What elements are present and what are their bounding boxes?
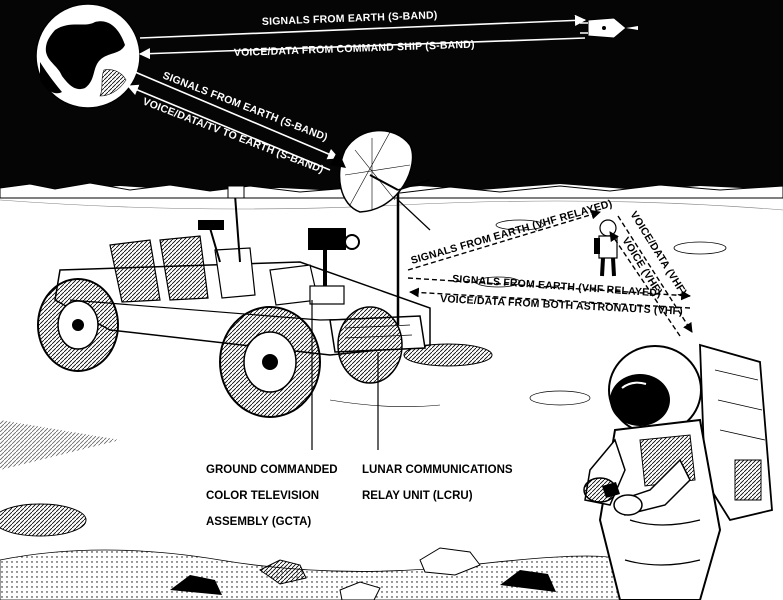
callout-lcru-line-2: RELAY UNIT (LCRU) xyxy=(362,490,473,502)
astronaut-distant xyxy=(594,219,618,277)
earth-icon xyxy=(35,3,141,109)
callout-gcta-line-2: COLOR TELEVISION xyxy=(206,490,320,502)
arrow-earth-to-ship xyxy=(139,14,587,39)
gcta-camera xyxy=(308,228,360,305)
callout-lcru: LUNAR COMMUNICATIONS RELAY UNIT (LCRU) xyxy=(362,451,513,516)
arrow-vhf-relayed-2 xyxy=(407,277,691,301)
lunar-rover xyxy=(37,129,431,418)
arrow-voice-data-vhf xyxy=(617,215,693,333)
arrow-ship-to-earth xyxy=(138,37,586,60)
lunar-surface xyxy=(0,199,783,600)
astronaut-foreground xyxy=(583,343,773,600)
space-sky xyxy=(0,0,783,192)
rover-wheel-front-right xyxy=(337,306,403,384)
label-vhf-relayed-1: SIGNALS FROM EARTH (VHF RELAYED) xyxy=(410,198,614,267)
callout-gcta: GROUND COMMANDED COLOR TELEVISION ASSEMB… xyxy=(206,451,338,542)
command-ship-icon xyxy=(580,17,638,39)
rover-wheel-front xyxy=(219,306,321,418)
rover-wheel-rear xyxy=(37,278,119,372)
callout-gcta-line-1: GROUND COMMANDED xyxy=(206,464,338,476)
arrow-vhf-both xyxy=(409,287,691,309)
arrow-earth-to-antenna xyxy=(134,71,340,160)
callout-gcta-line-3: ASSEMBLY (GCTA) xyxy=(206,516,312,528)
arrow-antenna-to-earth xyxy=(126,84,331,171)
callout-lcru-line-1: LUNAR COMMUNICATIONS xyxy=(362,464,513,476)
high-gain-antenna xyxy=(330,129,431,325)
horizon-ridge xyxy=(0,182,783,199)
arrow-voice-vhf xyxy=(609,231,681,337)
arrow-vhf-relayed-1 xyxy=(407,209,601,271)
